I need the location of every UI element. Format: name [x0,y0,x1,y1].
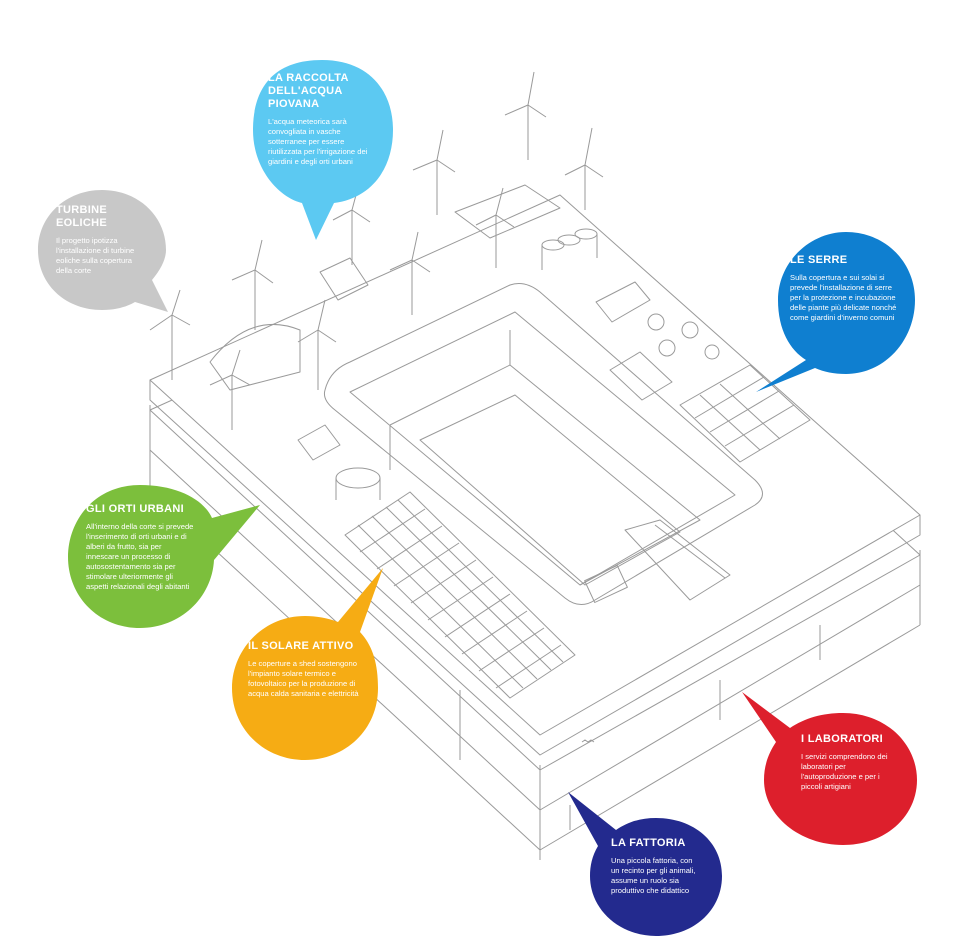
building-drawing [149,71,921,860]
callout-solare-attivo: IL SOLARE ATTIVO Le coperture a shed sos… [248,640,360,699]
callout-turbine-eoliche: TURBINE EOLICHE Il progetto ipotizza l'i… [56,204,148,276]
callout-text: L'acqua meteorica sarà convogliata in va… [268,117,368,166]
bubble-turbine-eoliche [38,190,168,312]
bubble-laboratori [742,692,917,845]
callout-acqua-piovana: LA RACCOLTA DELL'ACQUA PIOVANA L'acqua m… [268,72,380,167]
callout-text: Sulla copertura e sui solai si prevede l… [790,273,897,322]
callout-title: I LABORATORI [801,733,884,745]
solar-shed-roof [344,491,576,699]
callout-text: Il progetto ipotizza l'installazione di … [56,236,135,275]
callout-text: Una piccola fattoria, con un recinto per… [611,856,696,895]
bubble-serre [756,232,915,392]
callout-laboratori: I LABORATORI I servizi comprendono dei l… [801,733,897,792]
roof-slab [149,194,921,756]
wind-turbines [149,71,604,430]
callout-title: GLI ORTI URBANI [86,503,184,515]
callout-text: All'interno della corte si prevede l'ins… [86,522,194,591]
water-tanks [335,228,720,500]
greenhouses [609,351,811,463]
callout-serre: LE SERRE Sulla copertura e sui solai si … [790,254,898,323]
callout-title: LA RACCOLTA DELL'ACQUA PIOVANA [268,72,349,110]
callout-title: TURBINE EOLICHE [56,204,107,229]
bubble-orti-urbani [68,485,260,628]
callout-text: I servizi comprendono dei laboratori per… [801,752,888,791]
callout-title: LE SERRE [790,254,848,266]
callout-title: LA FATTORIA [611,837,686,849]
courtyard-ring [324,283,763,605]
bubble-fattoria [568,792,722,936]
sketch-mark [581,739,595,743]
callout-orti-urbani: GLI ORTI URBANI All'interno della corte … [86,503,196,592]
bubble-solare-attivo [232,568,383,760]
callout-fattoria: LA FATTORIA Una piccola fattoria, con un… [611,837,703,896]
callout-bubbles [38,60,917,936]
callout-text: Le coperture a shed sostengono l'impiant… [248,659,359,698]
bubble-acqua-piovana [253,60,393,240]
callout-title: IL SOLARE ATTIVO [248,640,354,652]
